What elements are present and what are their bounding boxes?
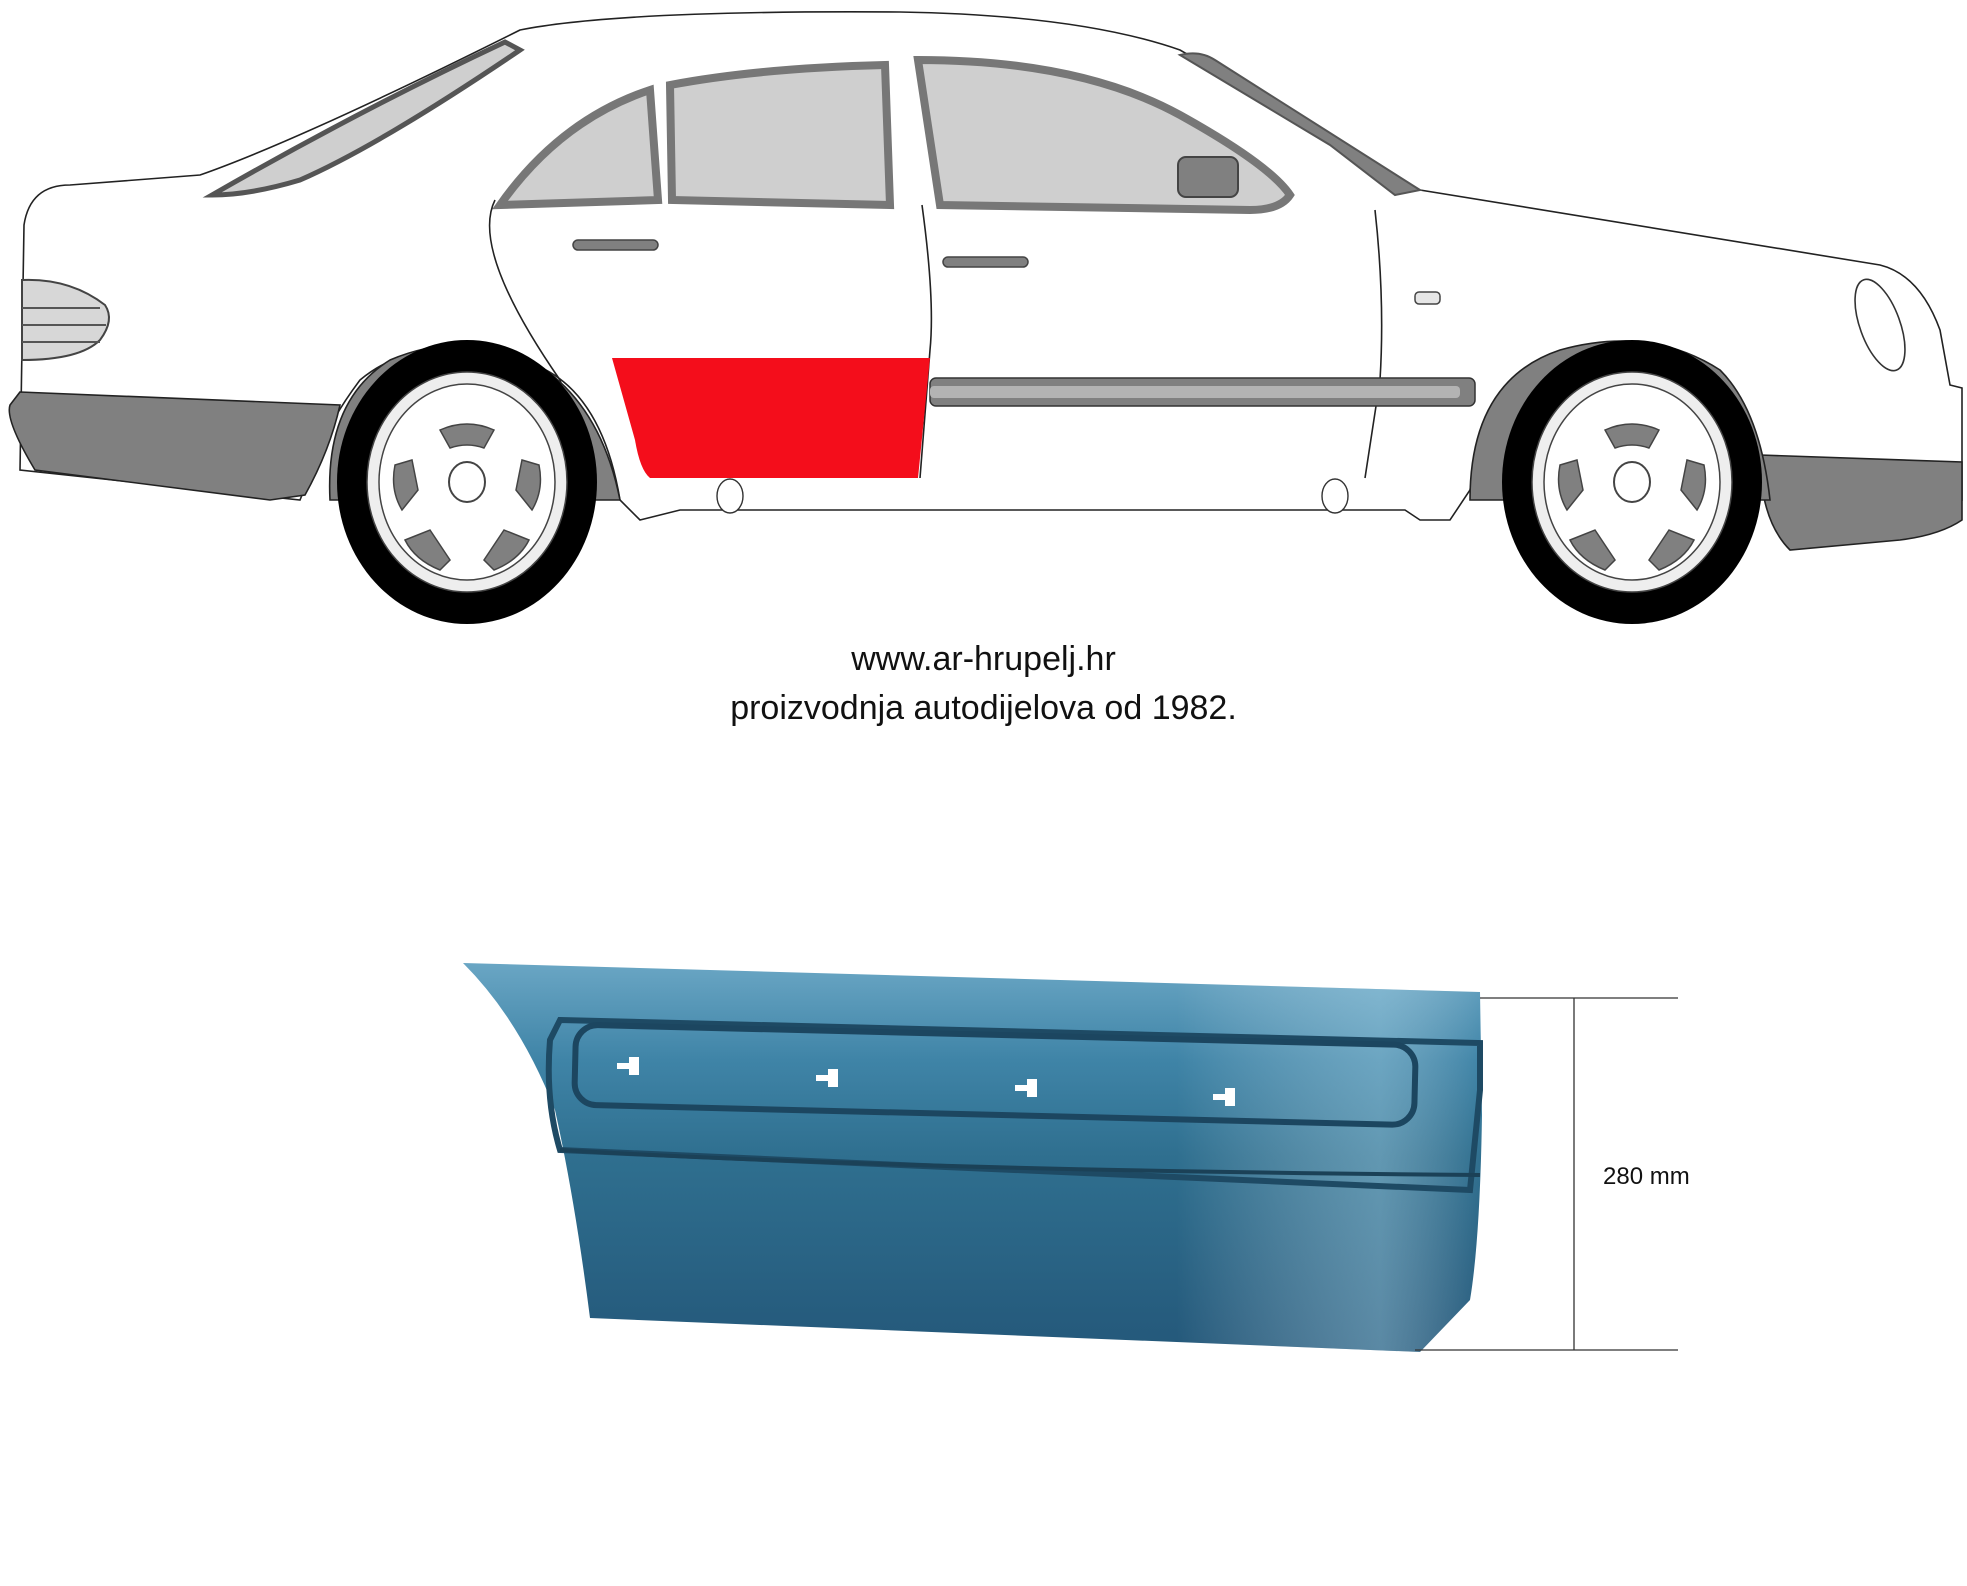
rear-bumper bbox=[8, 391, 341, 501]
lower-crease bbox=[559, 1148, 1481, 1177]
side-mirror bbox=[1177, 156, 1239, 198]
front-wheel bbox=[1502, 340, 1762, 624]
side-marker-light bbox=[1414, 291, 1441, 305]
front-door-handle bbox=[942, 256, 1029, 268]
jack-point-rear bbox=[716, 478, 744, 514]
b-pillar-line bbox=[919, 204, 933, 479]
headlight bbox=[1854, 278, 1906, 372]
clip-hole bbox=[1015, 1079, 1037, 1097]
clip-hole bbox=[1213, 1088, 1235, 1106]
rear-wheel bbox=[337, 340, 597, 624]
clip-hole bbox=[816, 1069, 838, 1087]
rear-door-line bbox=[488, 199, 601, 501]
front-door-line bbox=[1364, 209, 1383, 479]
company-tagline: proizvodnja autodijelova od 1982. bbox=[730, 689, 1237, 727]
windshield bbox=[1177, 52, 1423, 197]
website-caption: www.ar-hrupelj.hr bbox=[851, 640, 1116, 678]
rear-door-window bbox=[665, 60, 895, 210]
rear-door-handle bbox=[572, 239, 659, 251]
height-dimension-label: 280 mm bbox=[1603, 1163, 1690, 1190]
rear-taillight bbox=[21, 278, 110, 362]
highlighted-repair-panel bbox=[612, 358, 930, 478]
dimension-lines bbox=[1415, 997, 1678, 1351]
clip-hole bbox=[617, 1057, 639, 1075]
repair-panel-photo bbox=[463, 963, 1483, 1352]
jack-point-front bbox=[1321, 478, 1349, 514]
molding-channel bbox=[545, 1016, 1483, 1194]
rear-door-quarter-glass bbox=[492, 84, 663, 210]
front-bumper bbox=[1759, 454, 1963, 551]
molding-recess bbox=[571, 1022, 1419, 1128]
rear-quarter-window bbox=[202, 39, 525, 198]
